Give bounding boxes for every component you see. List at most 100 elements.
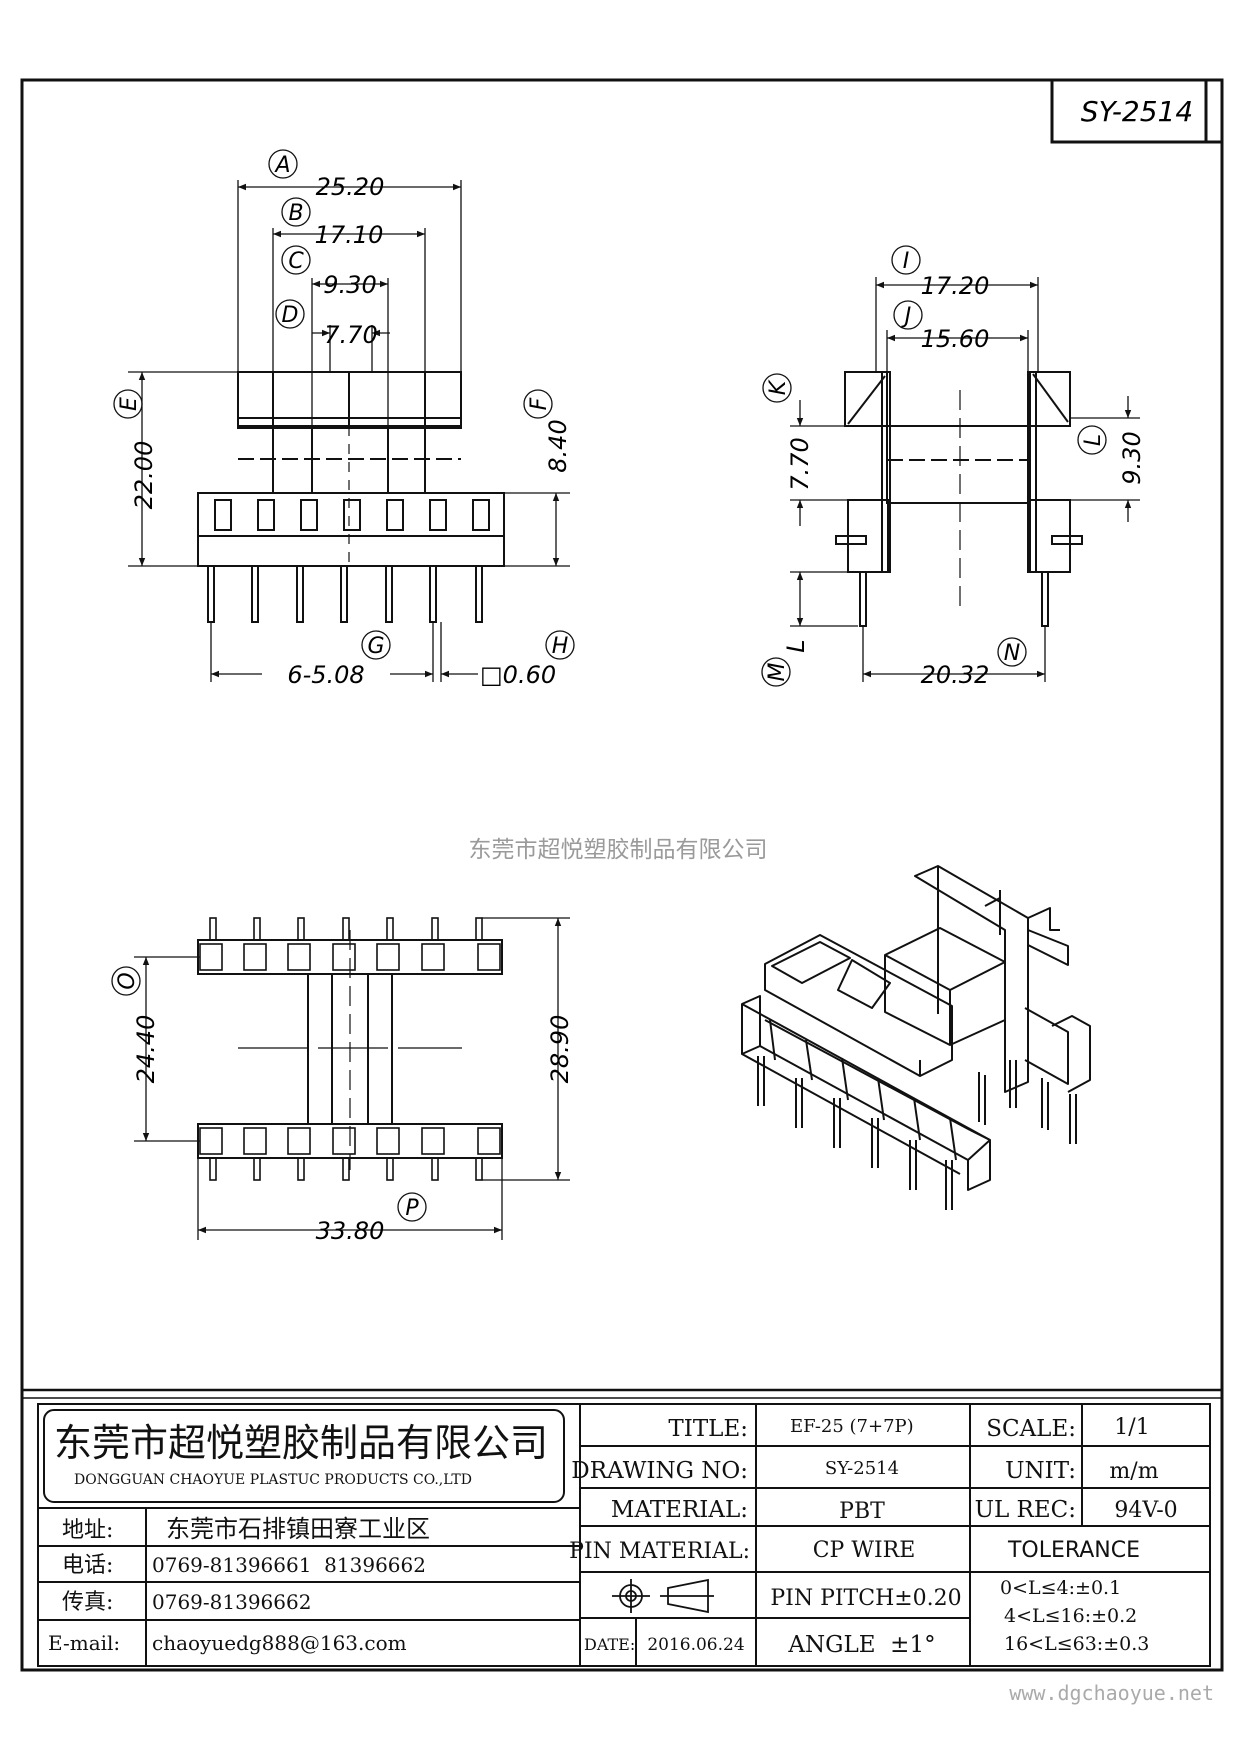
balloon-e-label: E — [117, 397, 142, 411]
dim-l-value: 9.30 — [1118, 431, 1146, 484]
title-value: EF-25 (7+7P) — [790, 1416, 914, 1437]
unit-label: UNIT: — [1005, 1458, 1076, 1484]
tolerance-1: 0<L≤4:±0.1 — [1000, 1577, 1121, 1599]
balloon-j — [893, 300, 923, 330]
drawing-no-label: DRAWING NO: — [571, 1458, 748, 1484]
angle: ANGLE ±1° — [787, 1632, 935, 1658]
phone-label: 电话: — [62, 1553, 113, 1578]
balloon-j-label: J — [901, 304, 912, 329]
dim-e-value: 22.00 — [130, 441, 158, 510]
balloon-f-label: F — [527, 397, 552, 410]
dim-b-value: 17.10 — [315, 221, 384, 249]
balloon-o-label: O — [115, 972, 140, 989]
date-label: DATE: — [584, 1635, 635, 1654]
pin-material-value: CP WIRE — [813, 1538, 916, 1563]
side-dimension-labels: I 17.20 J 15.60 K 7.70 L 9.30 M L N 20.3… — [761, 245, 1146, 689]
dim-j-value: 15.60 — [921, 325, 990, 353]
bottom-view — [197, 917, 503, 1181]
dim-o-value: 24.40 — [132, 1015, 160, 1084]
balloon-f — [523, 389, 553, 419]
front-dimensions — [128, 180, 570, 682]
dim-f-value: 8.40 — [544, 419, 572, 472]
balloon-c — [281, 245, 311, 275]
front-view — [197, 371, 505, 623]
balloon-p-label: P — [405, 1196, 419, 1221]
fax-value: 0769-81396662 — [152, 1590, 311, 1614]
balloon-a — [268, 149, 298, 179]
balloon-n-label: N — [1004, 641, 1020, 666]
company-name-cn: 东莞市超悦塑胶制品有限公司 — [54, 1421, 548, 1465]
dim-m-value: L — [782, 639, 810, 652]
ul-label: UL REC: — [975, 1497, 1076, 1523]
part-number: SY-2514 — [1081, 95, 1193, 128]
dim-h-value: □0.60 — [480, 661, 556, 689]
address-label: 地址: — [62, 1518, 113, 1543]
balloon-i — [891, 245, 921, 275]
balloon-g — [361, 630, 391, 660]
dim-i-value: 17.20 — [921, 272, 990, 300]
dim-c-value: 9.30 — [323, 271, 376, 299]
bottom-dimension-labels: O 24.40 28.90 P 33.80 — [111, 966, 574, 1245]
balloon-m — [761, 657, 791, 687]
dim-k-value: 7.70 — [786, 437, 814, 490]
bottom-dimensions — [134, 917, 570, 1240]
date-value: 2016.06.24 — [647, 1635, 744, 1655]
balloon-d — [275, 299, 305, 329]
balloon-l — [1077, 425, 1107, 455]
balloon-m-label: M — [765, 662, 790, 681]
part-number-box: SY-2514 — [1050, 78, 1224, 144]
balloon-a-label: A — [273, 153, 290, 178]
ul-value: 94V-0 — [1114, 1498, 1177, 1523]
tolerance-2: 4<L≤16:±0.2 — [1004, 1605, 1137, 1627]
dim-n-value: 20.32 — [921, 661, 990, 689]
address-value: 东莞市石排镇田寮工业区 — [166, 1515, 430, 1543]
outer-frame — [20, 78, 1224, 1672]
balloon-c-label: C — [288, 249, 304, 274]
pin-material-label: PIN MATERIAL: — [569, 1539, 750, 1564]
email-value: chaoyuedg888@163.com — [152, 1631, 407, 1655]
balloon-n — [997, 637, 1027, 667]
tolerance-3: 16<L≤63:±0.3 — [1004, 1633, 1149, 1655]
balloon-k — [762, 373, 792, 403]
tolerance-label: TOLERANCE — [1007, 1538, 1140, 1563]
balloon-k-label: K — [766, 379, 791, 395]
pin-pitch: PIN PITCH±0.20 — [770, 1586, 961, 1611]
material-value: PBT — [839, 1499, 885, 1524]
phone-value: 0769-81396661 81396662 — [152, 1553, 426, 1577]
side-dimensions — [790, 277, 1140, 682]
balloon-l-label: L — [1081, 434, 1106, 446]
balloon-o — [111, 966, 141, 996]
balloon-h — [545, 630, 575, 660]
dim-height-value: 28.90 — [546, 1015, 574, 1084]
front-dimension-labels: A 25.20 B 17.10 C 9.30 D 7.70 E 22.00 F … — [113, 149, 575, 689]
balloon-i-label: I — [903, 249, 910, 274]
email-label: E-mail: — [48, 1631, 120, 1655]
fax-label: 传真: — [62, 1590, 113, 1615]
title-block-text: 东莞市超悦塑胶制品有限公司 DONGGUAN CHAOYUE PLASTUC P… — [48, 1415, 1178, 1658]
balloon-e — [113, 389, 143, 419]
balloon-h-label: H — [552, 634, 569, 659]
material-label: MATERIAL: — [611, 1497, 748, 1523]
isometric-view — [741, 865, 1091, 1210]
scale-label: SCALE: — [986, 1416, 1076, 1442]
company-name-en: DONGGUAN CHAOYUE PLASTUC PRODUCTS CO.,LT… — [74, 1472, 472, 1488]
balloon-p — [397, 1192, 427, 1222]
dim-p-value: 33.80 — [316, 1217, 385, 1245]
dim-g-value: 6-5.08 — [287, 661, 364, 689]
balloon-g-label: G — [367, 634, 384, 659]
dim-d-value: 7.70 — [324, 321, 377, 349]
balloon-b — [281, 197, 311, 227]
title-block — [22, 1388, 1222, 1667]
drawing-no-value: SY-2514 — [825, 1458, 899, 1479]
unit-value: m/m — [1109, 1459, 1158, 1484]
watermark: 东莞市超悦塑胶制品有限公司 — [469, 837, 768, 863]
dim-a-value: 25.20 — [316, 173, 385, 201]
side-view — [835, 371, 1083, 627]
title-label: TITLE: — [668, 1416, 748, 1442]
balloon-d-label: D — [282, 303, 299, 328]
website: www.dgchaoyue.net — [1009, 1681, 1214, 1705]
projection-symbol-icon — [612, 1578, 714, 1614]
scale-value: 1/1 — [1114, 1415, 1149, 1440]
balloon-b-label: B — [288, 201, 303, 226]
